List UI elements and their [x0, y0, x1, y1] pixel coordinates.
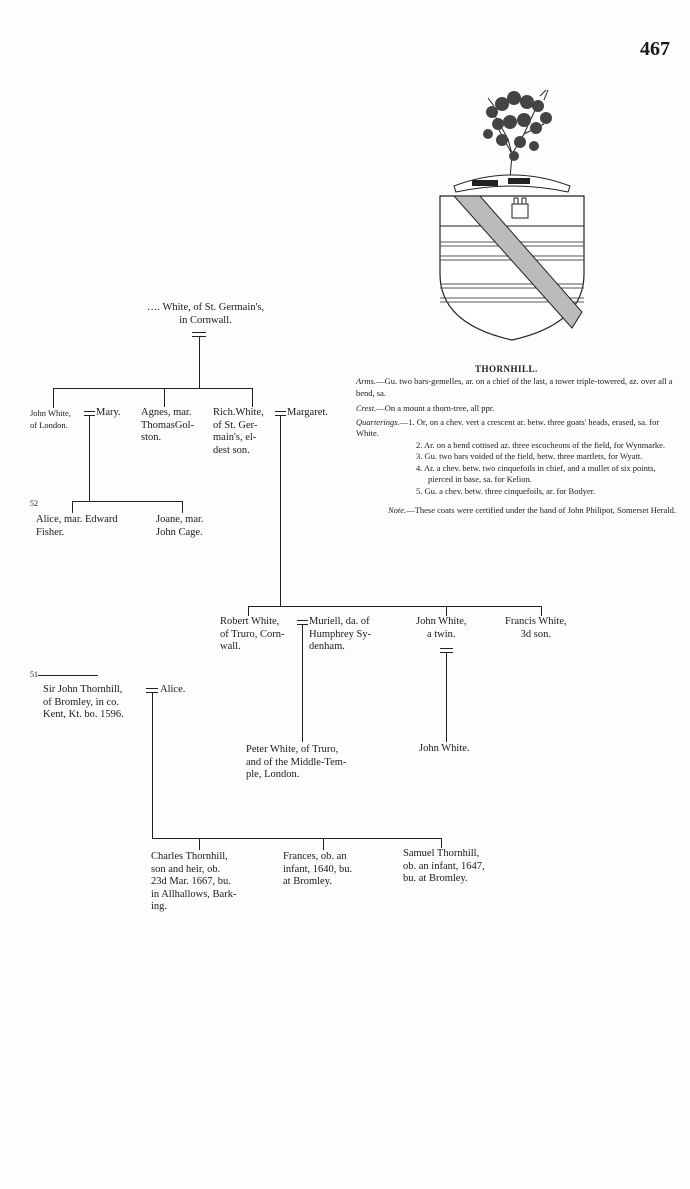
- quartering-item: 4. Ar. a chev. betw. two cinquefoils in …: [416, 462, 656, 485]
- person-peter-white: Peter White, of Truro, and of the Middle…: [246, 744, 347, 780]
- person-francis-white: Francis White, 3d son.: [505, 616, 567, 640]
- person-sir-john-thornhill: Sir John Thornhill, of Bromley, in co. K…: [43, 684, 124, 720]
- quartering-item: —1. Or, on a chev. vert a crescent ar. b…: [356, 416, 660, 439]
- person-john-white-place: of London.: [30, 420, 68, 430]
- quartering-item: 5. Gu. a chev. betw. three cinquefoils, …: [416, 485, 596, 496]
- pedigree-root: …. White, of St. Germain's, in Cornwall.: [146, 302, 265, 326]
- thorn-tree-crest-icon: [483, 89, 552, 180]
- thornhill-coat-of-arms: [439, 89, 585, 341]
- note-text: —These coats were certified under the ha…: [406, 505, 676, 515]
- crest-label: Crest.: [356, 403, 377, 413]
- margin-marker: 51: [30, 670, 38, 679]
- quartering-item: 3. Gu. two bars voided of the field, bet…: [416, 451, 643, 461]
- person-samuel-thornhill: Samuel Thornhill, ob. an infant, 1647, b…: [403, 848, 485, 884]
- tower-icon: [511, 197, 529, 219]
- person-alice-white: Alice.: [160, 684, 186, 695]
- arms-text: —Gu. two bars-gemelles, ar. on a chief o…: [356, 376, 673, 398]
- person-mary: Mary.: [96, 407, 121, 418]
- person-margaret: Margaret.: [287, 407, 328, 418]
- person-robert-white: Robert White, of Truro, Corn- wall.: [220, 616, 285, 652]
- person-john-white-twin: John White, a twin.: [416, 616, 467, 640]
- crest-text: —On a mount a thorn-tree, all ppr.: [376, 403, 495, 413]
- person-muriell: Muriell, da. of Humphrey Sy- denham.: [309, 616, 372, 652]
- arms-label: Arms.: [356, 376, 377, 386]
- person-agnes: Agnes, mar. ThomasGol- ston.: [141, 407, 195, 443]
- person-joane-cage: Joane, mar. John Cage.: [156, 514, 204, 538]
- note-label: Note.: [388, 505, 407, 515]
- person-charles-thornhill: Charles Thornhill, son and heir, ob. 23d…: [151, 851, 237, 912]
- person-alice-fisher: Alice, mar. Edward Fisher.: [36, 514, 118, 538]
- person-john-white-london: John White,: [30, 408, 71, 418]
- heraldry-heading: THORNHILL.: [475, 364, 538, 374]
- person-rich-white: Rich.White, of St. Ger- main's, el- dest…: [213, 407, 264, 456]
- person-john-white-younger: John White.: [419, 743, 470, 754]
- heraldry-blazon: Arms.—Gu. two bars-gemelles, ar. on a ch…: [356, 376, 676, 517]
- margin-marker: 52: [30, 499, 38, 508]
- page-number: 467: [640, 38, 670, 60]
- quartering-item: 2. Ar. on a bend cottised az. three esco…: [416, 439, 666, 450]
- person-frances-thornhill: Frances, ob. an infant, 1640, bu. at Bro…: [283, 851, 353, 887]
- quarterings-label: Quarterings.: [356, 416, 400, 427]
